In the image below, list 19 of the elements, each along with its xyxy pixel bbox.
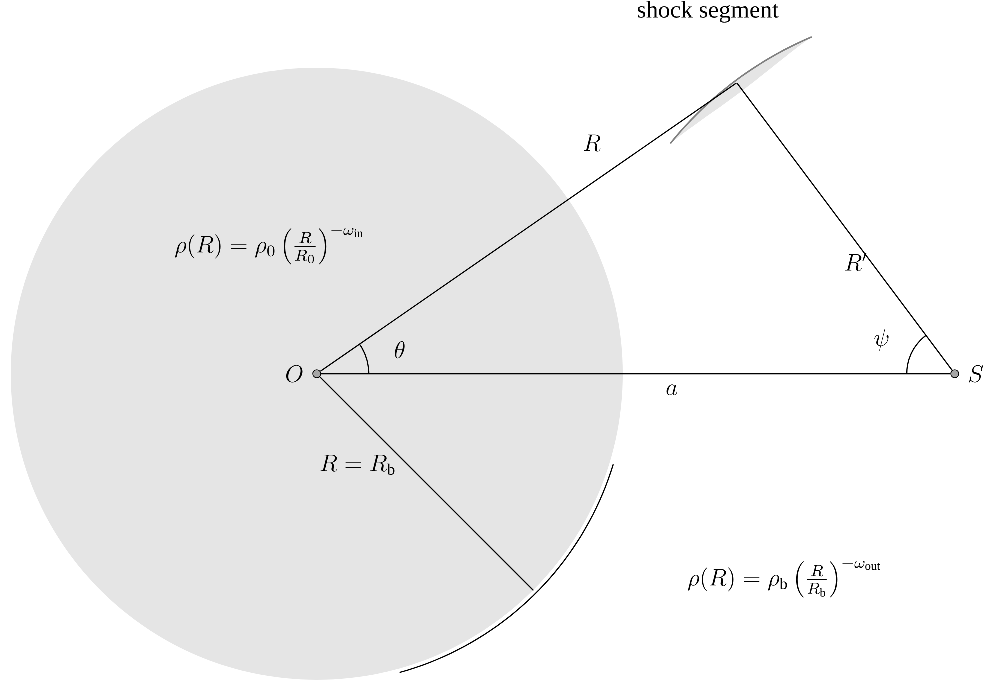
angle-label: $\psi$	[874, 329, 889, 351]
point-label: $O$	[286, 365, 303, 383]
angle-label: $\theta$	[395, 341, 405, 359]
formula: $\rho(R) = \rho_{\mathrm{b}} \left(\frac{R}{R_{\mathrm{b}}}\right)^{-\omega_{\mathrm{out}}}$	[688, 560, 880, 598]
region-disc	[11, 68, 623, 680]
line	[320, 376, 534, 592]
edge-label: $a$	[666, 384, 678, 396]
point-label: $S$	[969, 365, 984, 383]
line	[320, 82, 737, 372]
point	[950, 370, 960, 378]
line	[321, 373, 951, 375]
edge-label: $R'$	[845, 253, 867, 272]
point	[312, 370, 322, 378]
edge-label: $R$	[584, 134, 601, 152]
line	[736, 83, 953, 371]
edge-label: $R = R_{\mathrm{b}}$	[320, 454, 395, 476]
formula: $\rho(R) = \rho_0 \left(\frac{R}{R_0}\right)^{-\omega_{\mathrm{in}}}$	[175, 228, 364, 265]
shock-segment	[670, 36, 812, 144]
segment-label: shock segment	[638, 1, 779, 23]
